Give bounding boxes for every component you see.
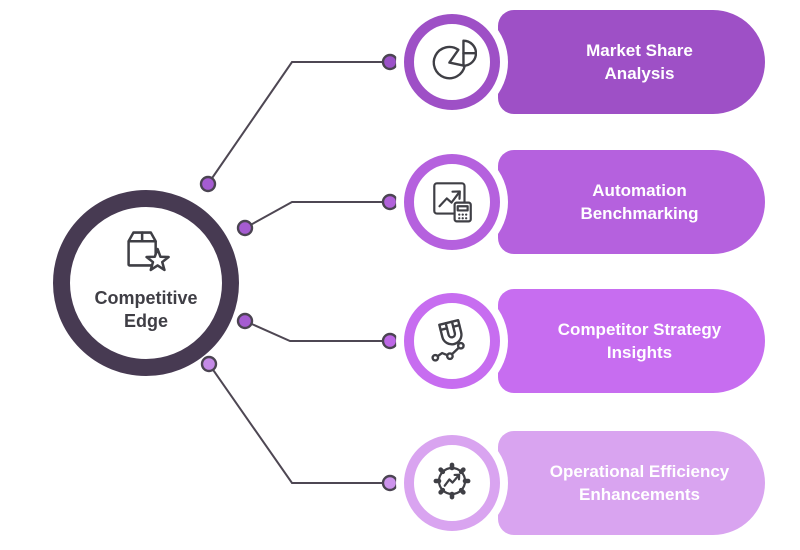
item-label: Competitor Strategy Insights — [514, 289, 765, 393]
item-label-line1: Market Share — [586, 40, 693, 60]
connector-line-3 — [244, 320, 390, 342]
item-label-line2: Insights — [606, 343, 673, 362]
connector-start-dot-3 — [236, 312, 254, 330]
item-badge — [404, 14, 500, 110]
item-pill — [498, 10, 765, 114]
center-label-line2: Edge — [123, 311, 168, 332]
item-label: Automation Benchmarking — [514, 150, 765, 254]
package-star-icon — [115, 220, 177, 283]
item-label-line2: Analysis — [604, 64, 675, 83]
item-label: Operational Efficiency Enhancements — [514, 431, 765, 535]
item-label-line1: Automation — [592, 180, 687, 200]
connector-end-dot-1 — [381, 53, 399, 71]
item-pill — [498, 150, 765, 254]
connector-line-4 — [208, 363, 390, 484]
connector-start-dot-1 — [199, 175, 217, 193]
center-node: Competitive Edge — [53, 190, 239, 376]
item-badge — [404, 293, 500, 389]
connector-start-dot-2 — [236, 219, 254, 237]
item-label-line2: Enhancements — [579, 485, 700, 504]
chart-calculator-icon — [427, 175, 477, 230]
item-label-line2: Benchmarking — [580, 204, 699, 223]
item-badge — [404, 435, 500, 531]
connector-end-dot-3 — [381, 332, 399, 350]
branch-automation-benchmarking: Automation Benchmarking — [404, 150, 765, 254]
item-label-line1: Operational Efficiency — [549, 461, 730, 481]
connector-line-1 — [207, 61, 390, 185]
center-label: Competitive Edge — [94, 287, 197, 334]
magnet-trend-icon — [427, 314, 477, 369]
item-pill — [498, 431, 765, 535]
branch-operational-efficiency-enhancements: Operational Efficiency Enhancements — [404, 431, 765, 535]
connector-end-dot-2 — [381, 193, 399, 211]
item-label: Market Share Analysis — [514, 10, 765, 114]
item-label-line1: Competitor Strategy — [557, 319, 722, 339]
branch-competitor-strategy-insights: Competitor Strategy Insights — [404, 289, 765, 393]
connector-line-2 — [244, 201, 390, 229]
item-pill — [498, 289, 765, 393]
connector-start-dot-4 — [200, 355, 218, 373]
pie-chart-icon — [427, 35, 478, 90]
center-label-line1: Competitive — [94, 288, 198, 308]
branch-market-share-analysis: Market Share Analysis — [404, 10, 765, 114]
connector-end-dot-4 — [381, 474, 399, 492]
item-badge — [404, 154, 500, 250]
gear-trend-icon — [427, 456, 477, 511]
